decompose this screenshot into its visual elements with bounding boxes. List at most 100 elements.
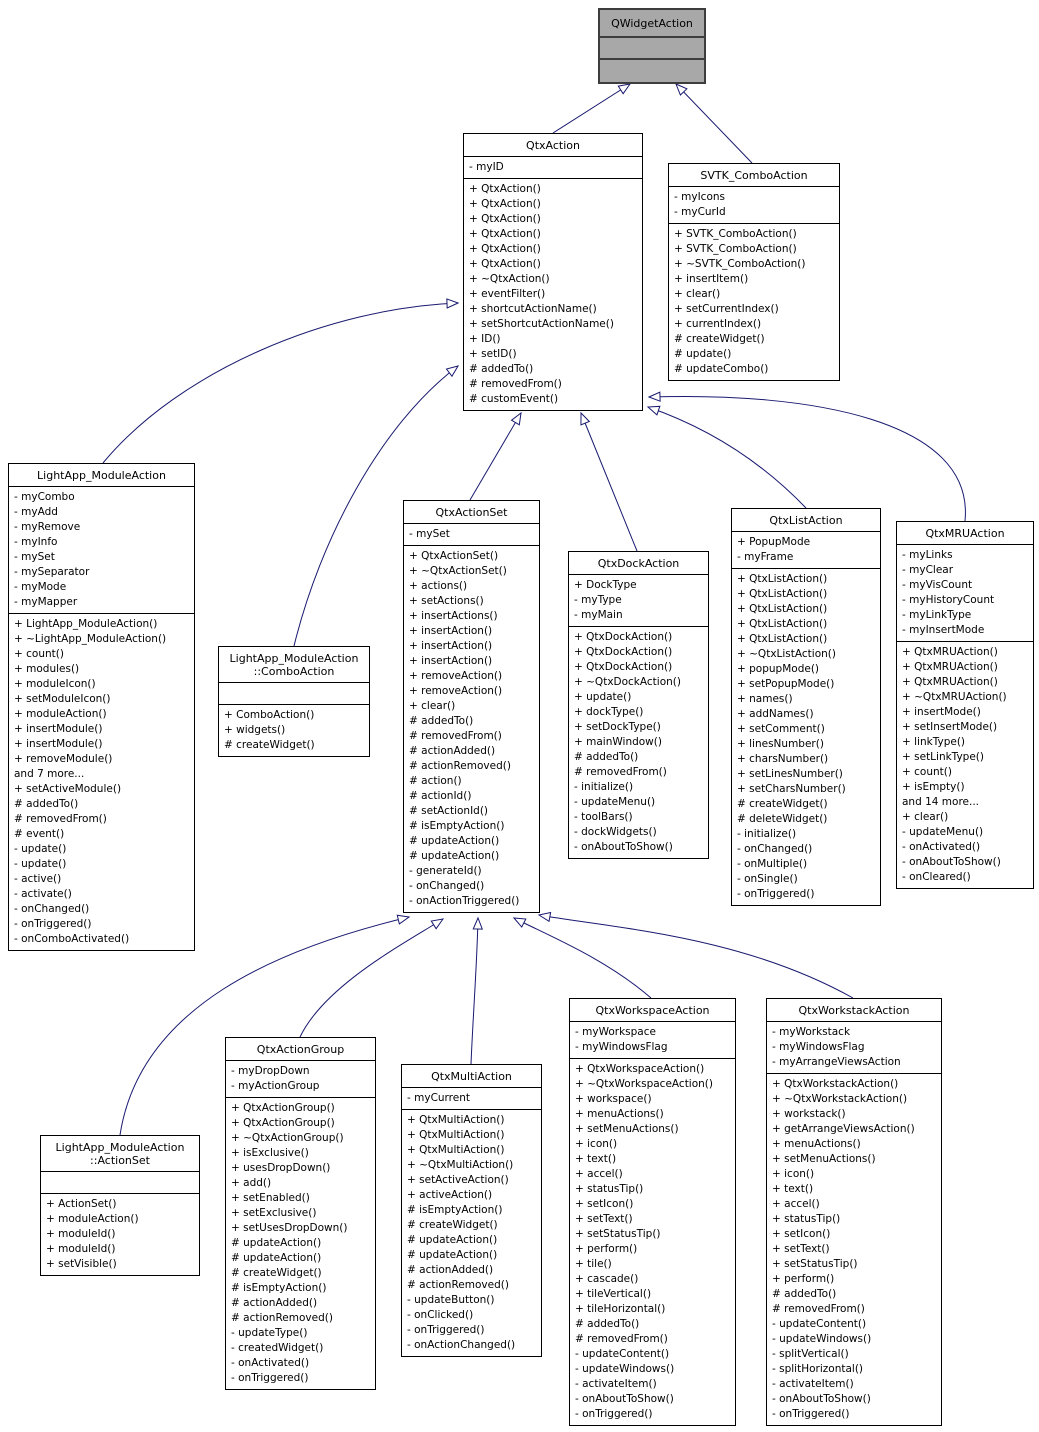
- method-line: + QtxAction(): [469, 183, 541, 195]
- method-line: + QtxAction(): [469, 228, 541, 240]
- inheritance-arrow-qtxmultiaction-qtxactionset: [470, 916, 483, 1065]
- method-line: + QtxDockAction(): [574, 631, 673, 643]
- method-line: + removeAction(): [409, 685, 503, 697]
- method-line: - onAboutToShow(): [574, 841, 673, 853]
- method-line: # addedTo(): [469, 363, 534, 375]
- method-line: + moduleAction(): [14, 708, 107, 720]
- method-line: + QtxActionGroup(): [231, 1102, 335, 1114]
- method-line: + tile(): [575, 1258, 612, 1270]
- method-line: + insertModule(): [14, 738, 103, 750]
- method-line: + clear(): [674, 288, 721, 300]
- attribute-line: - myRemove: [14, 521, 81, 533]
- class-box-lightapp-moduleaction-comboaction[interactable]: LightApp_ModuleAction::ComboAction + Com…: [218, 646, 370, 757]
- method-line: + mainWindow(): [574, 736, 662, 748]
- attribute-line: - myWorkspace: [575, 1026, 656, 1038]
- class-box-lightapp-moduleaction-actionset[interactable]: LightApp_ModuleAction::ActionSet + Actio…: [40, 1135, 200, 1276]
- class-attributes: - myLinks- myClear- myVisCount- myHistor…: [897, 545, 1033, 642]
- method-line: + isExclusive(): [231, 1147, 309, 1159]
- class-box-qtxaction[interactable]: QtxAction - myID + QtxAction()+ QtxActio…: [463, 133, 643, 411]
- class-title: LightApp_ModuleAction::ActionSet: [41, 1136, 199, 1172]
- class-title: QtxListAction: [732, 509, 880, 532]
- class-title-line: QtxMultiAction: [431, 1070, 512, 1083]
- class-box-qtxactiongroup[interactable]: QtxActionGroup - myDropDown- myActionGro…: [225, 1037, 376, 1390]
- method-line: # updateAction(): [407, 1249, 498, 1261]
- attribute-line: - myVisCount: [902, 579, 973, 591]
- class-title: QtxActionSet: [404, 501, 539, 524]
- method-line: + setLinesNumber(): [737, 768, 843, 780]
- attribute-line: - myInfo: [14, 536, 58, 548]
- method-line: + ComboAction(): [224, 709, 315, 721]
- method-line: + QtxAction(): [469, 258, 541, 270]
- method-line: - onClicked(): [407, 1309, 474, 1321]
- method-line: + tileVertical(): [575, 1288, 652, 1300]
- inheritance-arrow-qtxlistaction-qtxaction: [646, 405, 807, 509]
- method-line: # actionAdded(): [409, 745, 496, 757]
- method-line: + workstack(): [772, 1108, 846, 1120]
- class-attributes: - myDropDown- myActionGroup: [226, 1061, 375, 1098]
- class-box-qtxworkstackaction[interactable]: QtxWorkstackAction - myWorkstack- myWind…: [766, 998, 942, 1426]
- class-methods: + QtxMRUAction()+ QtxMRUAction()+ QtxMRU…: [897, 642, 1033, 888]
- class-methods: + ActionSet()+ moduleAction()+ moduleId(…: [41, 1194, 199, 1275]
- class-attributes: - myCurrent: [402, 1088, 541, 1110]
- method-line: + setInsertMode(): [902, 721, 998, 733]
- class-box-qtxlistaction[interactable]: QtxListAction + PopupMode- myFrame + Qtx…: [731, 508, 881, 906]
- class-box-qtxmultiaction[interactable]: QtxMultiAction - myCurrent + QtxMultiAct…: [401, 1064, 542, 1357]
- method-line: - toolBars(): [574, 811, 633, 823]
- method-line: - onMultiple(): [737, 858, 808, 870]
- method-line: + setLinkType(): [902, 751, 984, 763]
- attribute-line: - myMain: [574, 609, 623, 621]
- attribute-line: - mySet: [409, 528, 450, 540]
- method-line: # createWidget(): [231, 1267, 322, 1279]
- method-line: + insertAction(): [409, 655, 493, 667]
- method-line: + QtxAction(): [469, 198, 541, 210]
- method-line: + ~QtxMRUAction(): [902, 691, 1007, 703]
- class-box-qtxmruaction[interactable]: QtxMRUAction - myLinks- myClear- myVisCo…: [896, 521, 1034, 889]
- method-line: + names(): [737, 693, 793, 705]
- attribute-line: - myCurId: [674, 206, 726, 218]
- attribute-line: - myLinkType: [902, 609, 972, 621]
- method-line: # actionAdded(): [407, 1264, 494, 1276]
- class-methods: + QtxListAction()+ QtxListAction()+ QtxL…: [732, 569, 880, 905]
- method-line: + QtxListAction(): [737, 603, 828, 615]
- method-line: # createWidget(): [674, 333, 765, 345]
- method-line: + count(): [902, 766, 952, 778]
- method-line: + isEmpty(): [902, 781, 965, 793]
- class-methods: [600, 60, 704, 82]
- method-line: + QtxMRUAction(): [902, 661, 998, 673]
- method-line: # addedTo(): [575, 1318, 640, 1330]
- class-box-qtxworkspaceaction[interactable]: QtxWorkspaceAction - myWorkspace- myWind…: [569, 998, 736, 1426]
- method-line: + workspace(): [575, 1093, 652, 1105]
- method-line: + ~QtxListAction(): [737, 648, 836, 660]
- method-line: - update(): [14, 858, 67, 870]
- method-line: + accel(): [772, 1198, 820, 1210]
- method-line: # createWidget(): [224, 739, 315, 751]
- method-line: + QtxMultiAction(): [407, 1144, 505, 1156]
- class-attributes: - mySet: [404, 524, 539, 546]
- method-line: and 7 more...: [14, 768, 85, 780]
- method-line: + update(): [574, 691, 632, 703]
- class-title: LightApp_ModuleAction: [9, 464, 194, 487]
- class-box-svtk-comboaction[interactable]: SVTK_ComboAction - myIcons- myCurId + SV…: [668, 163, 840, 381]
- method-line: # isEmptyAction(): [407, 1204, 503, 1216]
- class-title-line: SVTK_ComboAction: [700, 169, 808, 182]
- class-box-lightapp-moduleaction[interactable]: LightApp_ModuleAction - myCombo- myAdd- …: [8, 463, 195, 951]
- class-box-qtxactionset[interactable]: QtxActionSet - mySet + QtxActionSet()+ ~…: [403, 500, 540, 913]
- method-line: + setModuleIcon(): [14, 693, 111, 705]
- method-line: - updateWindows(): [772, 1333, 872, 1345]
- method-line: + count(): [14, 648, 64, 660]
- class-box-qtxdockaction[interactable]: QtxDockAction + DockType- myType- myMain…: [568, 551, 709, 859]
- method-line: # removedFrom(): [575, 1333, 668, 1345]
- method-line: - dockWidgets(): [574, 826, 657, 838]
- class-title-line: LightApp_ModuleAction: [229, 652, 359, 665]
- method-line: + QtxWorkstackAction(): [772, 1078, 899, 1090]
- class-title: QtxAction: [464, 134, 642, 157]
- class-methods: + LightApp_ModuleAction()+ ~LightApp_Mod…: [9, 614, 194, 950]
- method-line: - onActivated(): [902, 841, 981, 853]
- method-line: + moduleIcon(): [14, 678, 96, 690]
- class-title-line: QtxMRUAction: [925, 527, 1005, 540]
- method-line: + text(): [772, 1183, 814, 1195]
- method-line: + icon(): [772, 1168, 815, 1180]
- method-line: # removedFrom(): [409, 730, 502, 742]
- method-line: + menuActions(): [772, 1138, 861, 1150]
- class-title: QtxActionGroup: [226, 1038, 375, 1061]
